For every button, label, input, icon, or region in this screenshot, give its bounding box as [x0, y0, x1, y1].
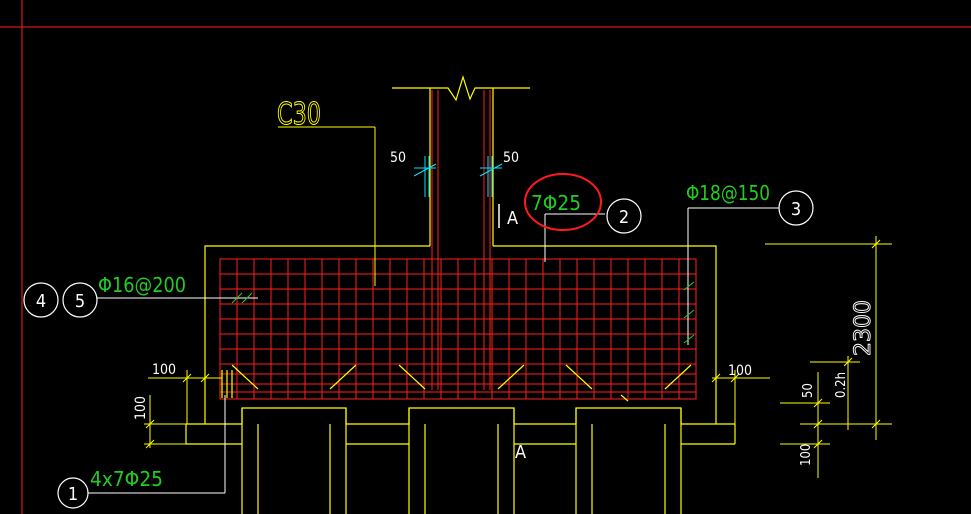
leader-bar-1 — [88, 395, 226, 494]
callout-5-number: 5 — [75, 291, 85, 312]
callout-4: 4 — [23, 282, 59, 318]
concrete-outline — [185, 74, 736, 514]
cover-dim-right: 50 — [503, 150, 519, 166]
dim-right-100: 100 — [728, 363, 752, 379]
leader-bar-2 — [544, 213, 605, 262]
callout-1-number: 1 — [68, 484, 78, 505]
dim-height-2300: 2300 — [851, 300, 876, 356]
dimension-left — [144, 370, 222, 449]
dim-vertical-100-right: 100 — [799, 444, 814, 466]
bar-top-main-label: 7Φ25 — [531, 191, 581, 215]
side-bar-ticks — [231, 292, 253, 304]
callout-5: 5 — [62, 282, 98, 318]
cover-tie-left — [413, 156, 437, 197]
callout-3-number: 3 — [791, 199, 801, 220]
leader-bar-3 — [687, 207, 780, 345]
section-mark-top: A — [507, 208, 518, 229]
dim-left-100: 100 — [152, 362, 176, 378]
callout-2: 2 — [606, 198, 642, 234]
leader-c30 — [278, 126, 376, 286]
cover-dim-left: 50 — [390, 150, 406, 166]
cover-tie-right — [479, 156, 503, 197]
callout-4-number: 4 — [36, 291, 46, 312]
bar-stirrup-right-label: Φ18@150 — [686, 181, 770, 205]
concrete-grade-label: C30 — [277, 97, 321, 132]
bar-side-label: Φ16@200 — [98, 273, 186, 297]
callout-2-number: 2 — [619, 207, 629, 228]
highlight-circle — [524, 173, 602, 231]
callout-1: 1 — [57, 477, 89, 509]
stirrup-ticks-right — [683, 281, 695, 344]
dim-vertical-100-left: 100 — [133, 396, 149, 420]
section-mark-bottom: A — [515, 442, 526, 463]
dimension-right — [711, 236, 892, 478]
rebar-grid — [219, 90, 697, 400]
dim-02h: 0.2h — [834, 372, 849, 398]
dim-50: 50 — [801, 383, 816, 398]
bar-bottom-label: 4x7Φ25 — [90, 467, 163, 491]
callout-3: 3 — [778, 190, 814, 226]
